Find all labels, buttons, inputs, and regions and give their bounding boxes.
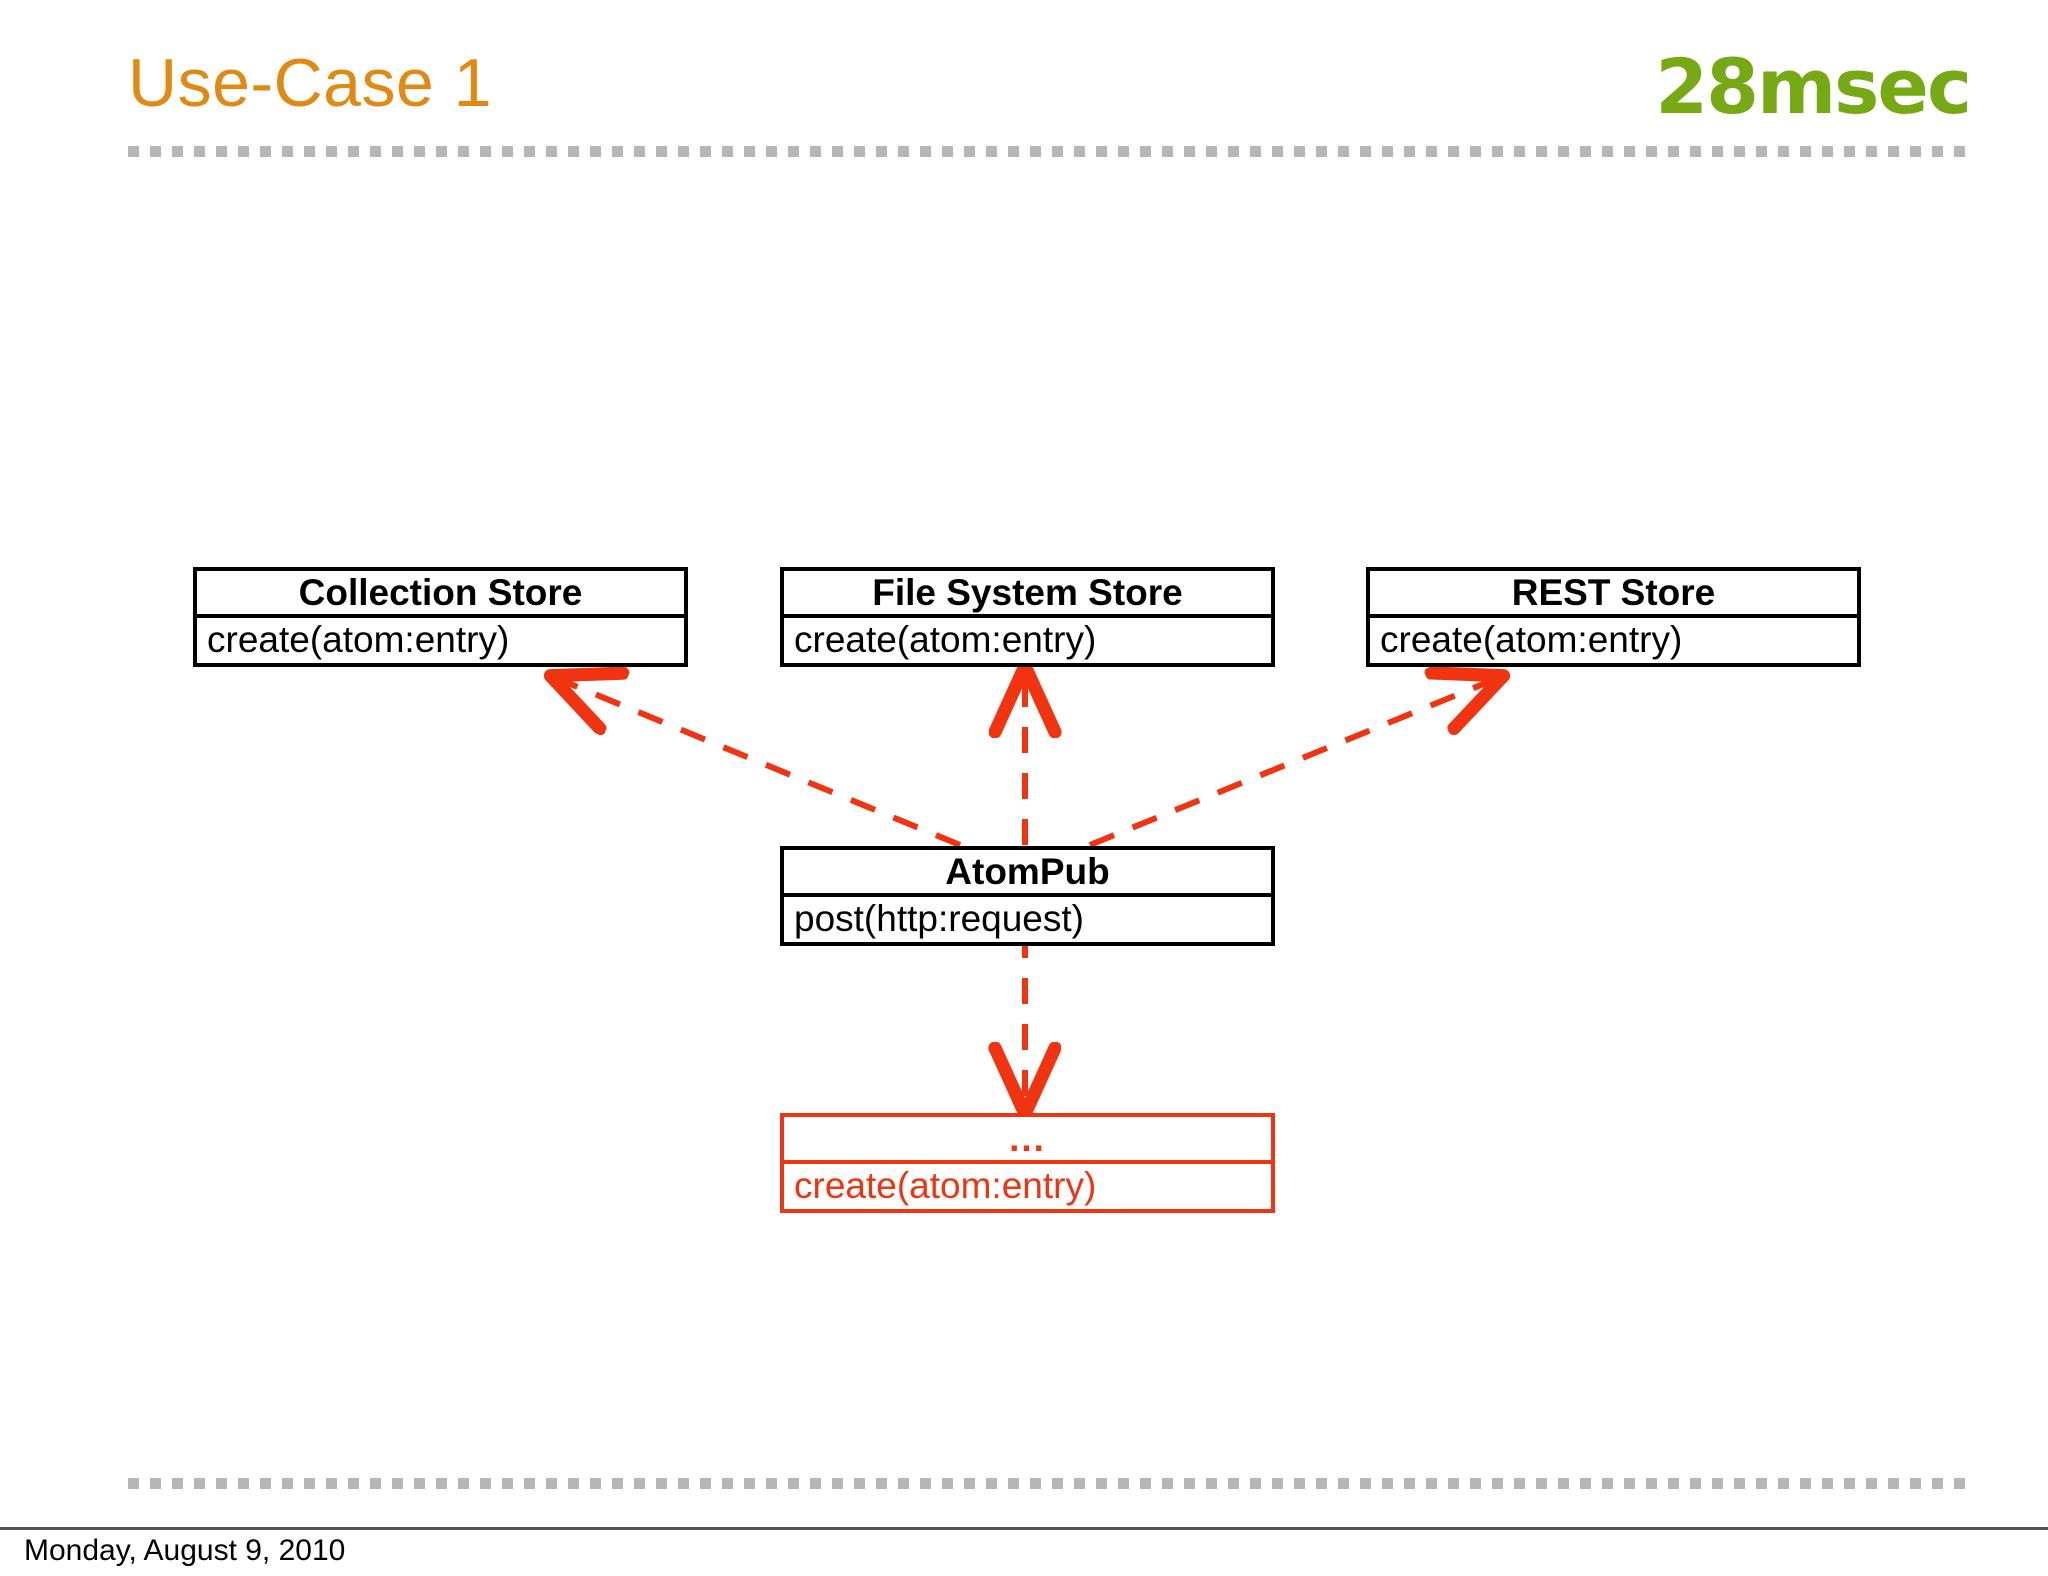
uml-box-file-system-store[interactable]: File System Store create(atom:entry) <box>780 567 1275 667</box>
uml-box-collection-store[interactable]: Collection Store create(atom:entry) <box>193 567 688 667</box>
uml-box-operation: create(atom:entry) <box>1380 619 1683 660</box>
uml-box-operation: create(atom:entry) <box>207 619 510 660</box>
footer-divider <box>128 1478 1970 1489</box>
footer-date: Monday, August 9, 2010 <box>24 1534 346 1567</box>
uml-box-operation: create(atom:entry) <box>794 1165 1097 1206</box>
header-divider <box>128 146 1970 157</box>
connector-atompub-to-collection-store <box>556 678 962 848</box>
connector-atompub-to-rest-store <box>1088 678 1498 848</box>
uml-box-operation: create(atom:entry) <box>794 619 1097 660</box>
uml-box-title: Collection Store <box>197 571 684 618</box>
page-title: Use-Case 1 <box>128 45 493 121</box>
uml-box-rest-store[interactable]: REST Store create(atom:entry) <box>1366 567 1861 667</box>
uml-box-atompub[interactable]: AtomPub post(http:request) <box>780 846 1275 946</box>
uml-box-title: ... <box>784 1117 1271 1164</box>
uml-box-title: REST Store <box>1370 571 1857 618</box>
uml-box-title: File System Store <box>784 571 1271 618</box>
footer-separator-line <box>0 1527 2048 1530</box>
brand-logo: 28msec <box>1655 42 1972 131</box>
uml-box-ellipsis-store[interactable]: ... create(atom:entry) <box>780 1113 1275 1213</box>
uml-box-operation: post(http:request) <box>794 898 1084 939</box>
uml-box-title: AtomPub <box>784 850 1271 897</box>
